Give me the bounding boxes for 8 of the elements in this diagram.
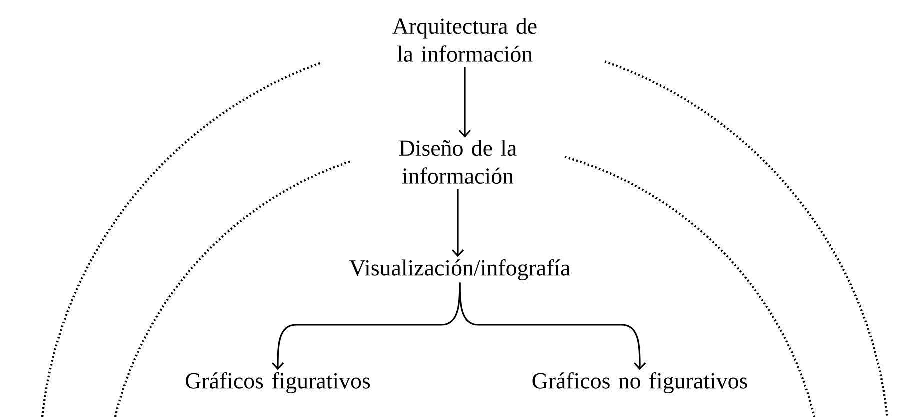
node-label: Gráficos no figurativos [532, 372, 748, 394]
arrow [458, 67, 472, 138]
node-label: Gráficos figurativos [186, 372, 370, 394]
arrow [452, 189, 464, 258]
node-label: Arquitectura de la información [392, 18, 537, 62]
node-label: Visualización/infografía [350, 259, 570, 281]
node-label: Diseño de la información [399, 140, 517, 184]
arrow [459, 282, 646, 370]
